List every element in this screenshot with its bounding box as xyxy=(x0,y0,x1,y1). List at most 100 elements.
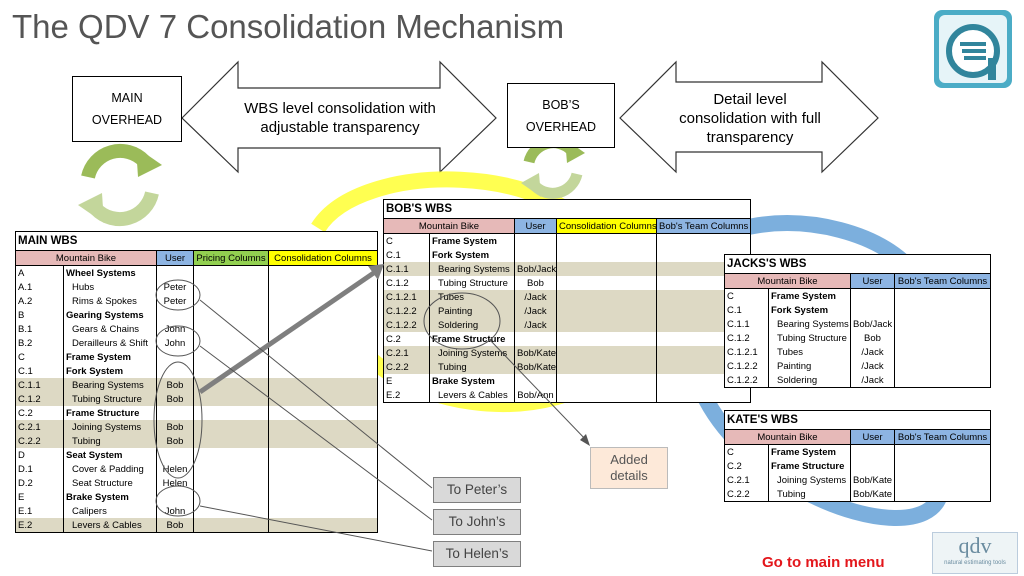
row-code: C.2 xyxy=(724,459,769,473)
grid-cell xyxy=(267,280,378,294)
row-description: Joining Systems xyxy=(63,420,157,434)
row-user: John xyxy=(156,322,194,336)
to-helens-button[interactable]: To Helen’s xyxy=(433,541,521,567)
jacks-wbs-header-user: User xyxy=(850,273,895,289)
row-code: C.1.2.2 xyxy=(383,304,430,318)
row-code: C.1.2 xyxy=(724,331,769,345)
grid-cell xyxy=(893,459,991,473)
grid-cell xyxy=(556,290,657,304)
row-description: Brake System xyxy=(63,490,157,504)
double-arrow-detail-level xyxy=(619,60,879,174)
row-code: A xyxy=(15,265,64,280)
row-description: Frame Structure xyxy=(429,332,515,346)
to-peters-button[interactable]: To Peter’s xyxy=(433,477,521,503)
jacks-wbs-table: JACKS'S WBS Mountain Bike User Bob's Tea… xyxy=(723,254,992,388)
row-description: Cover & Padding xyxy=(63,462,157,476)
grid-cell xyxy=(193,490,269,504)
to-johns-button[interactable]: To John’s xyxy=(433,509,521,535)
row-code: C xyxy=(383,233,430,248)
main-overhead-line2: OVERHEAD xyxy=(91,113,163,127)
detail-level-line1: Detail level xyxy=(713,91,787,108)
kates-wbs-table: KATE'S WBS Mountain Bike User Bob's Team… xyxy=(723,410,992,502)
row-code: C.2.2 xyxy=(724,487,769,502)
grid-cell xyxy=(193,280,269,294)
row-user: Bob/Kate xyxy=(514,360,557,374)
row-description: Tubing Structure xyxy=(63,392,157,406)
main-wbs-header-user: User xyxy=(156,250,194,266)
grid-cell xyxy=(267,294,378,308)
bobs-overhead-line1: BOB’S xyxy=(542,97,580,112)
row-user: John xyxy=(156,336,194,350)
row-description: Frame System xyxy=(768,444,851,459)
row-code: A.2 xyxy=(15,294,64,308)
detail-level-line2: consolidation with full xyxy=(679,110,821,127)
row-user xyxy=(156,406,194,420)
row-description: Joining Systems xyxy=(429,346,515,360)
row-code: A.1 xyxy=(15,280,64,294)
row-user: John xyxy=(156,504,194,518)
added-details-box: Added details xyxy=(590,447,668,489)
row-code: C.2 xyxy=(15,406,64,420)
row-description: Soldering xyxy=(768,373,851,388)
row-user xyxy=(514,374,557,388)
row-user: /Jack xyxy=(514,318,557,332)
row-code: B xyxy=(15,308,64,322)
grid-cell xyxy=(267,462,378,476)
row-code: C.1.2.2 xyxy=(724,373,769,388)
grid-cell xyxy=(267,350,378,364)
qdv-small-logo[interactable]: qdv natural estimating tools xyxy=(932,532,1018,574)
row-user: Bob xyxy=(514,276,557,290)
row-description: Gears & Chains xyxy=(63,322,157,336)
grid-cell xyxy=(193,462,269,476)
row-user: /Jack xyxy=(850,345,895,359)
grid-cell xyxy=(267,378,378,392)
row-description: Derailleurs & Shift xyxy=(63,336,157,350)
row-description: Tubing Structure xyxy=(429,276,515,290)
row-code: C.2.1 xyxy=(724,473,769,487)
grid-cell xyxy=(267,364,378,378)
grid-cell xyxy=(193,476,269,490)
main-wbs-table: MAIN WBS Mountain Bike User Pricing Colu… xyxy=(14,231,379,533)
row-code: D.1 xyxy=(15,462,64,476)
go-to-main-menu-link[interactable]: Go to main menu xyxy=(762,554,885,571)
row-user: /Jack xyxy=(850,373,895,388)
row-description: Tubing xyxy=(63,434,157,448)
row-description: Levers & Cables xyxy=(429,388,515,403)
bobs-overhead-box: BOB’S OVERHEAD xyxy=(507,83,615,148)
grid-cell xyxy=(655,388,751,403)
row-description: Bearing Systems xyxy=(768,317,851,331)
row-code: C.2.2 xyxy=(15,434,64,448)
grid-cell xyxy=(893,288,991,303)
grid-cell xyxy=(193,448,269,462)
row-user: Bob xyxy=(156,434,194,448)
row-description: Fork System xyxy=(429,248,515,262)
grid-cell xyxy=(556,360,657,374)
row-user: Bob xyxy=(156,518,194,533)
row-description: Tubes xyxy=(768,345,851,359)
row-description: Frame System xyxy=(768,288,851,303)
grid-cell xyxy=(267,448,378,462)
row-user xyxy=(850,288,895,303)
row-user xyxy=(514,332,557,346)
grid-cell xyxy=(893,487,991,502)
grid-cell xyxy=(267,336,378,350)
row-code: C.1.2.2 xyxy=(724,359,769,373)
row-user: Bob/Jack xyxy=(514,262,557,276)
main-wbs-header-mountain-bike: Mountain Bike xyxy=(15,250,157,266)
grid-cell xyxy=(267,392,378,406)
row-description: Tubing Structure xyxy=(768,331,851,345)
row-description: Brake System xyxy=(429,374,515,388)
grid-cell xyxy=(556,388,657,403)
row-user: Bob/Ann xyxy=(514,388,557,403)
